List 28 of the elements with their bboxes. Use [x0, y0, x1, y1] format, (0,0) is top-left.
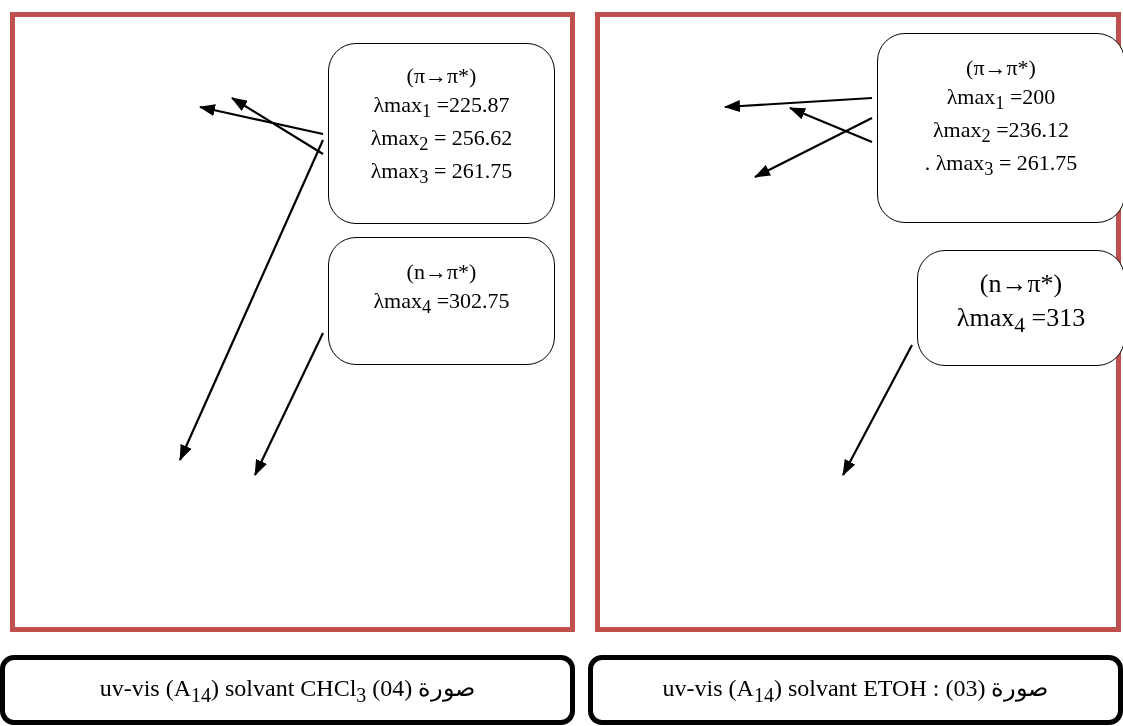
arrow — [842, 344, 913, 476]
value-text: λmax$_{4}$ =302.75 — [372, 286, 511, 319]
rounded-box — [328, 237, 555, 365]
value-text: λmax$_{2}$ =236.12 — [931, 115, 1071, 149]
arrow — [724, 96, 873, 113]
transition-label: (π→π*) — [405, 62, 478, 90]
transition-label: (n→π*) — [978, 268, 1064, 300]
caption-box — [588, 655, 1123, 725]
rounded-box — [877, 33, 1123, 223]
arrow — [231, 97, 324, 155]
rounded-box — [917, 250, 1123, 366]
value-text: λmax$_{1}$ =200 — [945, 82, 1057, 115]
arrow — [254, 332, 324, 476]
value-text: λmax$_{3}$ = 261.75 — [369, 157, 514, 190]
arrow — [199, 104, 324, 136]
arrow — [754, 117, 873, 178]
value-text: λmax$_{4}$ =313 — [955, 301, 1087, 339]
value-text: . λmax$_{3}$ = 261.75 — [923, 149, 1079, 182]
transition-label: (n→π*) — [405, 258, 478, 286]
panel-frame — [595, 12, 1121, 632]
arrow — [789, 107, 873, 143]
arrow — [179, 139, 324, 461]
value-text: λmax$_{1}$ =225.87 — [372, 90, 511, 123]
rounded-box — [328, 43, 555, 224]
panel-frame — [10, 12, 575, 632]
caption-box — [0, 655, 575, 725]
value-text: λmax$_{2}$ = 256.62 — [369, 123, 514, 157]
transition-label: (π→π*) — [965, 54, 1037, 82]
